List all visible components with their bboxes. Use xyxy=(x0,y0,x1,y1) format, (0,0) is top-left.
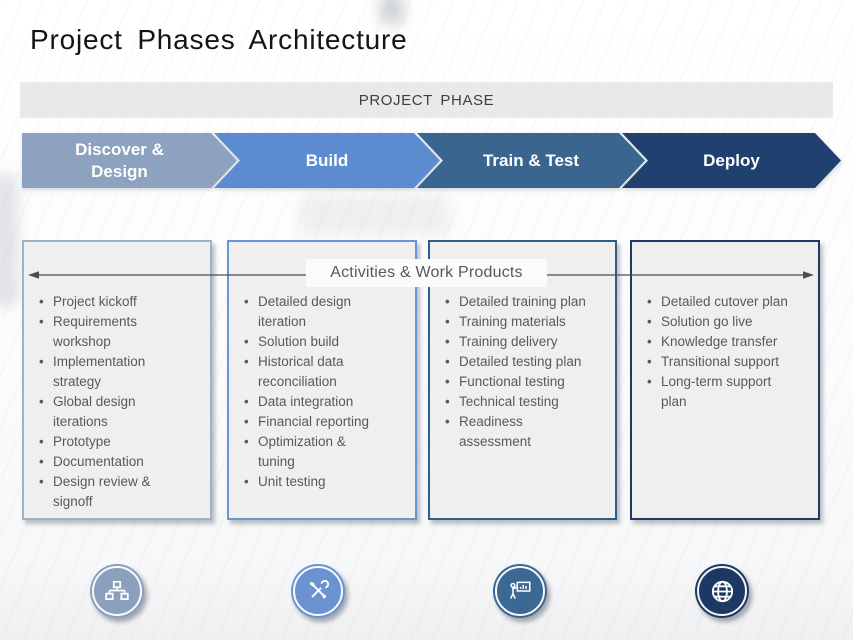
activity-item: Readiness assessment xyxy=(444,412,609,452)
page-title: Project Phases Architecture xyxy=(30,24,408,55)
activity-item: Prototype xyxy=(38,432,204,452)
project-phase-banner: PROJECT PHASE xyxy=(20,82,833,118)
presentation-icon xyxy=(509,581,531,599)
activity-item: Long-term support plan xyxy=(646,372,812,412)
activity-item: Training delivery xyxy=(444,332,609,352)
activity-list: Detailed design iterationSolution buildH… xyxy=(229,242,415,492)
activity-item: Solution go live xyxy=(646,312,812,332)
activity-item: Implementation strategy xyxy=(38,352,204,392)
activity-item: Detailed testing plan xyxy=(444,352,609,372)
activity-item: Detailed training plan xyxy=(444,292,609,312)
activity-item: Solution build xyxy=(243,332,409,352)
activities-header: Activities & Work Products xyxy=(0,259,853,287)
activity-item: Design review & signoff xyxy=(38,472,204,512)
activities-header-label: Activities & Work Products xyxy=(306,259,547,287)
phase-arrow-deploy: Deploy xyxy=(622,133,841,188)
activity-item: Data integration xyxy=(243,392,409,412)
activities-box-deploy: Detailed cutover planSolution go liveKno… xyxy=(630,240,820,520)
activity-item: Detailed design iteration xyxy=(243,292,409,332)
activity-list: Detailed training planTraining materials… xyxy=(430,242,615,452)
tools-icon xyxy=(309,579,330,599)
phase-arrow-build: Build xyxy=(214,133,440,188)
activity-item: Historical data reconciliation xyxy=(243,352,409,392)
activity-item: Detailed cutover plan xyxy=(646,292,812,312)
activity-item: Transitional support xyxy=(646,352,812,372)
activity-list: Project kickoffRequirements workshopImpl… xyxy=(24,242,210,512)
background-smudge xyxy=(380,0,404,24)
build-badge xyxy=(291,564,345,618)
activity-item: Financial reporting xyxy=(243,412,409,432)
train-test-badge xyxy=(493,564,547,618)
activity-item: Training materials xyxy=(444,312,609,332)
activity-item: Knowledge transfer xyxy=(646,332,812,352)
deploy-badge xyxy=(695,564,749,618)
activity-item: Optimization & tuning xyxy=(243,432,409,472)
activity-list: Detailed cutover planSolution go liveKno… xyxy=(632,242,818,412)
phase-arrow-discover-design: Discover & Design xyxy=(22,133,237,188)
activity-item: Documentation xyxy=(38,452,204,472)
activity-item: Global design iterations xyxy=(38,392,204,432)
activity-item: Functional testing xyxy=(444,372,609,392)
discover-design-badge xyxy=(90,564,144,618)
phase-arrow-train-test: Train & Test xyxy=(417,133,645,188)
phase-arrow-band: Discover & Design Build Train & Test Dep… xyxy=(0,133,853,188)
background-smudge xyxy=(300,195,450,235)
activity-item: Project kickoff xyxy=(38,292,204,312)
globe-icon xyxy=(711,580,733,602)
activity-item: Technical testing xyxy=(444,392,609,412)
project-phase-banner-label: PROJECT PHASE xyxy=(358,91,495,109)
activity-item: Unit testing xyxy=(243,472,409,492)
activity-item: Requirements workshop xyxy=(38,312,204,352)
activities-box-discover-design: Project kickoffRequirements workshopImpl… xyxy=(22,240,212,520)
org-chart-icon xyxy=(105,580,129,600)
